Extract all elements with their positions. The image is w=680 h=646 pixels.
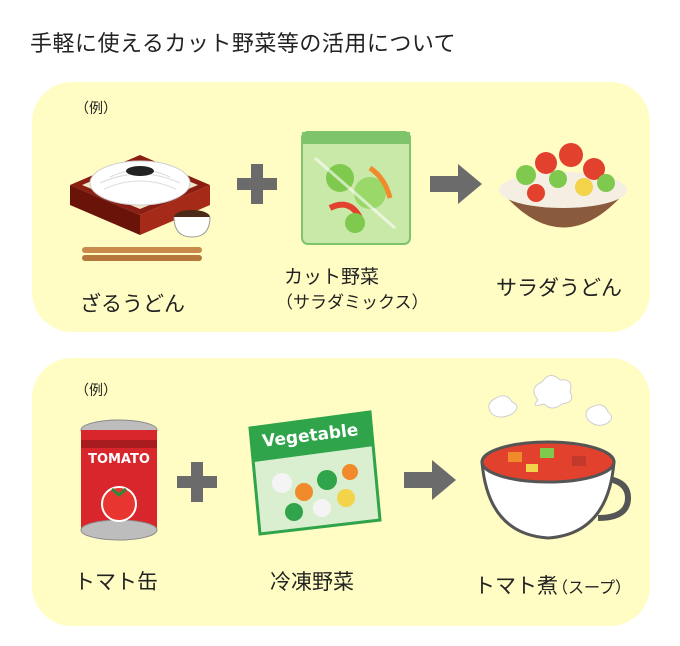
cut-vegetable-sublabel: （サラダミックス） [276, 293, 429, 313]
example-note: （例） [75, 101, 117, 117]
frozen-vegetable-bag-illustration [248, 410, 382, 536]
salad-udon-label: サラダうどん [496, 276, 622, 300]
tomato-can-illustration [80, 419, 158, 541]
cut-vegetable-label: カット野菜 [284, 266, 380, 288]
arrow-right-icon [404, 460, 456, 500]
tomato-can-label: トマト缶 [74, 570, 158, 594]
frozen-vegetable-label: 冷凍野菜 [270, 570, 354, 594]
plus-icon [237, 164, 277, 204]
arrow-right-icon [430, 164, 482, 204]
tomato-stew-sublabel: （スープ） [552, 578, 632, 597]
tomato-soup-illustration [480, 375, 632, 540]
zaru-udon-illustration [70, 155, 211, 261]
example-note: （例） [75, 383, 117, 399]
can-label: TOMATO [88, 452, 150, 467]
page-title: 手軽に使えるカット野菜等の活用について [30, 32, 457, 57]
plus-icon [177, 462, 217, 502]
cut-vegetable-bag-illustration [301, 131, 411, 245]
salad-udon-bowl-illustration [499, 143, 627, 228]
tomato-stew-label: トマト煮 [474, 574, 558, 598]
zaru-udon-label: ざるうどん [80, 292, 185, 316]
